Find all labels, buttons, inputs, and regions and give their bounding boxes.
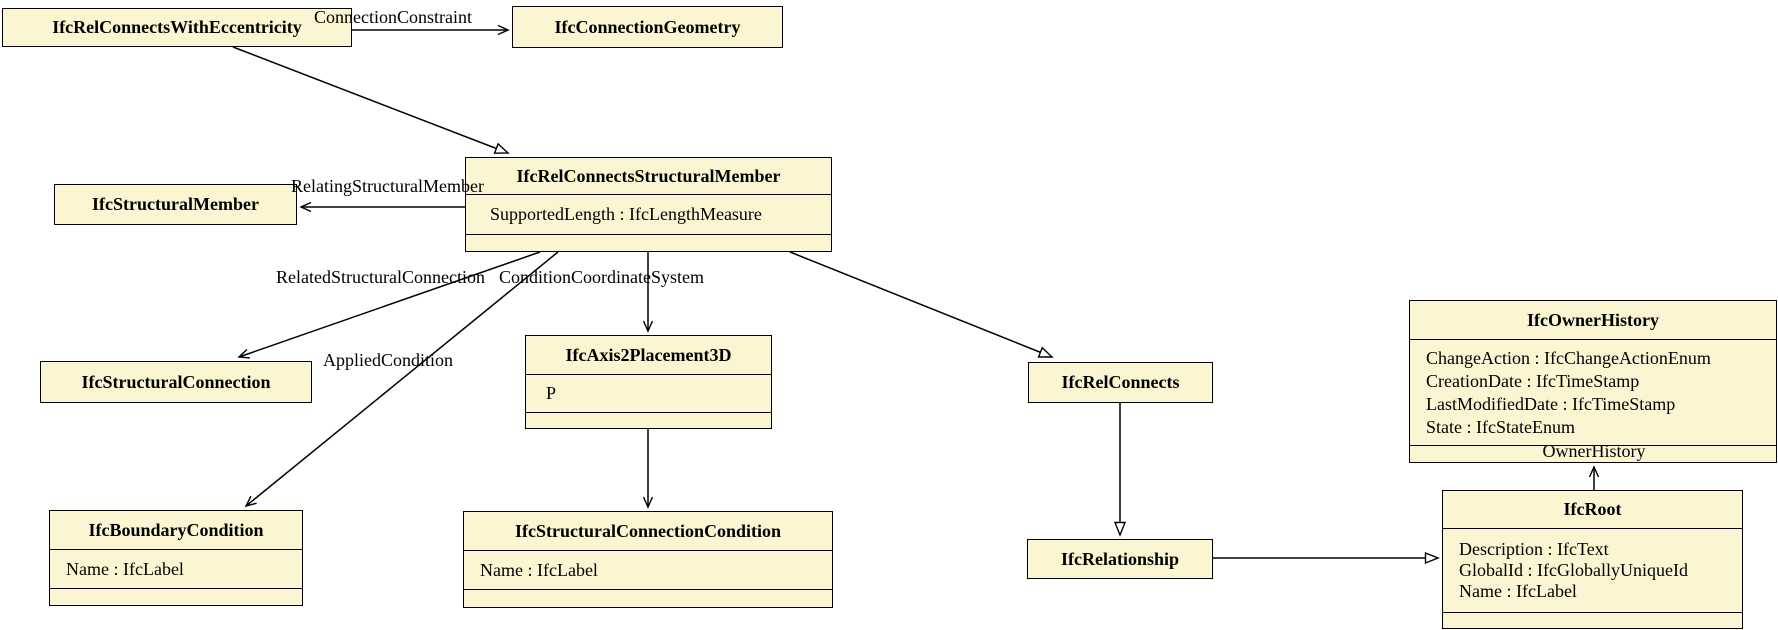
- class-box-ifc-relationship: IfcRelationship: [1027, 539, 1213, 579]
- edge-label-condition-coordinate-system: ConditionCoordinateSystem: [499, 267, 704, 287]
- class-title: IfcAxis2Placement3D: [565, 344, 732, 365]
- edge-label-related-structural-connection: RelatedStructuralConnection: [276, 267, 485, 287]
- class-attributes: Name : IfcLabel: [464, 550, 832, 589]
- class-box-ifc-boundary-condition: IfcBoundaryCondition Name : IfcLabel: [49, 510, 303, 606]
- class-attribute: CreationDate : IfcTimeStamp: [1426, 370, 1640, 391]
- class-title: IfcRelConnectsWithEccentricity: [52, 17, 302, 37]
- edge-label-owner-history: OwnerHistory: [1542, 441, 1646, 461]
- edge-generalization-structuralmember-to-relconnects: [789, 251, 1052, 357]
- class-attribute: P: [546, 383, 557, 403]
- class-box-ifc-axis2-placement-3d: IfcAxis2Placement3D P: [525, 335, 772, 429]
- edge-label-applied-condition: AppliedCondition: [323, 350, 453, 370]
- class-attribute: Name : IfcLabel: [480, 559, 598, 580]
- class-box-ifc-rel-connects: IfcRelConnects: [1028, 362, 1213, 403]
- class-operations-compartment: [526, 412, 771, 428]
- class-attributes: Description : IfcText GlobalId : IfcGlob…: [1443, 528, 1742, 612]
- class-title: IfcStructuralConnection: [81, 371, 271, 392]
- class-title: IfcRelConnectsStructuralMember: [516, 165, 781, 186]
- class-operations-compartment: [466, 234, 831, 251]
- class-box-ifc-structural-connection-condition: IfcStructuralConnectionCondition Name : …: [463, 511, 833, 608]
- class-attributes: ChangeAction : IfcChangeActionEnum Creat…: [1410, 339, 1776, 445]
- class-operations-compartment: [1443, 612, 1742, 628]
- class-title: IfcBoundaryCondition: [88, 519, 264, 540]
- class-box-ifc-connection-geometry: IfcConnectionGeometry: [512, 6, 783, 48]
- class-box-ifc-owner-history: IfcOwnerHistory ChangeAction : IfcChange…: [1409, 300, 1777, 463]
- edge-label-relating-structural-member: RelatingStructuralMember: [291, 176, 484, 196]
- class-title: IfcConnectionGeometry: [554, 16, 741, 37]
- class-title: IfcRoot: [1563, 499, 1622, 519]
- class-title: IfcOwnerHistory: [1527, 309, 1659, 330]
- class-box-ifc-structural-member: IfcStructuralMember: [54, 184, 297, 225]
- class-operations-compartment: [464, 589, 832, 607]
- class-attributes: P: [526, 374, 771, 412]
- class-attribute: GlobalId : IfcGloballyUniqueId: [1459, 560, 1688, 580]
- edge-related-structural-connection: [237, 251, 541, 359]
- class-box-ifc-rel-connects-structural-member: IfcRelConnectsStructuralMember Supported…: [465, 157, 832, 252]
- class-attribute: Name : IfcLabel: [1459, 581, 1577, 601]
- class-operations-compartment: [50, 588, 302, 605]
- edge-applied-condition: [244, 251, 559, 508]
- edge-label-connection-constraint: ConnectionConstraint: [314, 7, 472, 27]
- class-title: IfcStructuralMember: [92, 194, 259, 214]
- class-title: IfcRelationship: [1060, 548, 1179, 569]
- class-attributes: Name : IfcLabel: [50, 549, 302, 588]
- edge-generalization-eccentricity-to-structuralmember: [232, 46, 508, 153]
- class-box-ifc-structural-connection: IfcStructuralConnection: [40, 361, 312, 403]
- class-title: IfcStructuralConnectionCondition: [514, 520, 781, 541]
- class-attribute: SupportedLength : IfcLengthMeasure: [490, 204, 762, 224]
- class-attributes: SupportedLength : IfcLengthMeasure: [466, 194, 831, 234]
- class-title: IfcRelConnects: [1061, 372, 1180, 392]
- class-attribute: LastModifiedDate : IfcTimeStamp: [1426, 393, 1676, 414]
- class-operations-compartment: [1410, 445, 1776, 462]
- class-attribute: Description : IfcText: [1459, 539, 1609, 559]
- class-attribute: State : IfcStateEnum: [1426, 416, 1575, 437]
- class-box-ifc-root: IfcRoot Description : IfcText GlobalId :…: [1442, 490, 1743, 629]
- class-attribute: ChangeAction : IfcChangeActionEnum: [1426, 347, 1711, 368]
- class-attribute: Name : IfcLabel: [66, 558, 184, 579]
- class-box-ifc-rel-connects-with-eccentricity: IfcRelConnectsWithEccentricity: [2, 8, 352, 47]
